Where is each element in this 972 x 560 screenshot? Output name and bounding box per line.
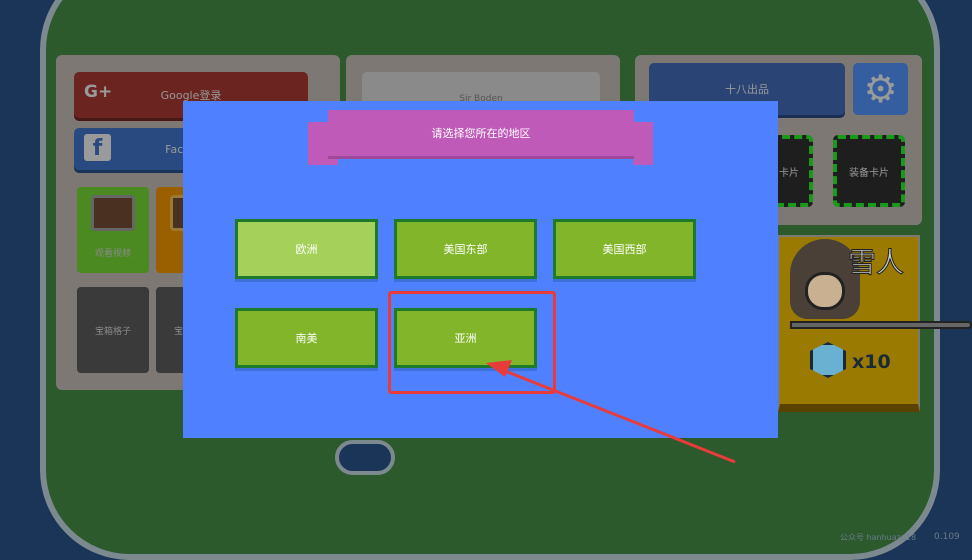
region-asia-button[interactable]: 亚洲 (394, 308, 537, 368)
tile-label: 观看视频 (94, 249, 131, 259)
google-login-label: Google登录 (160, 89, 222, 102)
region-label: 美国东部 (443, 243, 488, 256)
facebook-icon: f (84, 134, 111, 161)
version-label: 0.109 (934, 532, 960, 542)
modal-title: 请选择您所在的地区 (431, 127, 531, 140)
hero-token-icon (810, 342, 846, 378)
region-europe-button[interactable]: 欧洲 (235, 219, 378, 279)
highlight-box (388, 291, 556, 394)
treasure-chest-icon (91, 195, 135, 231)
sword-icon (790, 321, 972, 329)
chest-slot-tile[interactable]: 宝箱格子 (77, 287, 149, 373)
region-label: 南美 (295, 332, 318, 345)
region-label: 亚洲 (454, 332, 477, 345)
region-label: 欧洲 (295, 243, 318, 256)
region-us-west-button[interactable]: 美国西部 (553, 219, 696, 279)
card-slot-label: 装备卡片 (849, 167, 889, 179)
modal-title-ribbon: 请选择您所在的地区 (328, 110, 634, 156)
hero-face (805, 272, 845, 310)
credits-label: 十八出品 (725, 83, 769, 96)
region-us-east-button[interactable]: 美国东部 (394, 219, 537, 279)
pointer-arrow-icon (486, 360, 736, 464)
watermark: 公众号 hanhuazu18 (840, 533, 917, 542)
hero-card[interactable]: 雪人 x10 (778, 235, 972, 412)
settings-gear-icon[interactable]: ⚙ (853, 63, 908, 115)
card-slot-label: 卡片 (779, 167, 799, 179)
watch-video-tile[interactable]: 观看视频 (77, 187, 149, 273)
tile-label: 宝箱格子 (94, 326, 131, 337)
equip-card-slot[interactable]: 装备卡片 (833, 135, 905, 207)
hero-name: 雪人 (847, 246, 905, 280)
hero-token-count: x10 (852, 351, 891, 373)
region-select-modal: 请选择您所在的地区 欧洲 美国东部 美国西部 南美 亚洲 (183, 101, 778, 438)
lake (335, 440, 395, 475)
player-name: Sir Boden (459, 94, 503, 104)
region-south-america-button[interactable]: 南美 (235, 308, 378, 368)
google-plus-icon: G+ (84, 82, 113, 102)
region-label: 美国西部 (602, 243, 647, 256)
ribbon-right-wing (633, 122, 653, 165)
